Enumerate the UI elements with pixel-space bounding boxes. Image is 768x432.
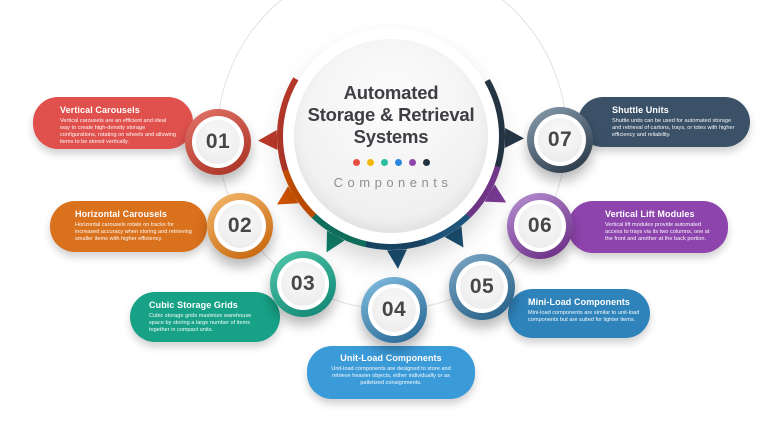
badge-number: 03 (281, 262, 325, 306)
item-5-number-badge: 05 (449, 254, 515, 320)
item-5-title: Mini-Load Components (528, 297, 630, 307)
item-2-number-badge: 02 (207, 193, 273, 259)
main-title: Automated Storage & Retrieval Systems (308, 82, 475, 147)
item-4-description: Unit-load components are designed to sto… (331, 365, 451, 387)
arrow-icon (504, 127, 525, 149)
badge-number-text: 02 (227, 214, 253, 237)
item-3-title: Cubic Storage Grids (149, 300, 238, 310)
item-1-title: Vertical Carousels (60, 105, 140, 115)
main-title-line-3: Systems (353, 125, 429, 147)
badge-number-text: 01 (205, 130, 231, 153)
item-2-description: Horizontal carousels rotate on tracks fo… (75, 221, 192, 243)
badge-number: 07 (538, 118, 582, 162)
subtitle: Components (333, 174, 453, 190)
item-4-number-badge: 04 (361, 277, 427, 343)
center-circle: Automated Storage & Retrieval Systems Co… (283, 28, 499, 244)
item-4-card: Unit-Load Components Unit-load component… (307, 346, 475, 399)
color-dot (422, 158, 430, 166)
item-3-number-badge: 03 (270, 251, 336, 317)
item-1-description: Vertical carousels are an efficient and … (60, 117, 176, 146)
item-7-title: Shuttle Units (612, 105, 669, 115)
badge-number-text: 06 (527, 214, 553, 237)
badge-number: 04 (372, 288, 416, 332)
item-2-title: Horizontal Carousels (75, 209, 168, 219)
badge-number: 02 (218, 204, 262, 248)
color-dot (366, 158, 374, 166)
color-dot (352, 158, 360, 166)
badge-number-text: 07 (547, 128, 573, 151)
item-6-number-badge: 06 (507, 193, 573, 259)
badge-number: 06 (518, 204, 562, 248)
badge-number-text: 03 (290, 272, 316, 295)
item-7-description: Shuttle units can be used for automated … (612, 117, 735, 139)
arrow-icon (386, 249, 408, 270)
color-dot (408, 158, 416, 166)
arrow-icon (257, 129, 278, 151)
badge-number: 05 (460, 265, 504, 309)
item-5-description: Mini-load components are similar to unit… (528, 309, 640, 323)
badge-number-text: 05 (469, 275, 495, 298)
item-2-card: Horizontal Carousels Horizontal carousel… (50, 201, 207, 252)
item-3-card: Cubic Storage Grids Cubic storage grids … (130, 292, 280, 342)
badge-number: 01 (196, 120, 240, 164)
item-6-card: Vertical Lift Modules Vertical lift modu… (568, 201, 728, 253)
main-title-line-2: Storage & Retrieval (307, 104, 475, 126)
center-content: Automated Storage & Retrieval Systems Co… (294, 39, 488, 233)
item-1-number-badge: 01 (185, 109, 251, 175)
item-7-number-badge: 07 (527, 107, 593, 173)
item-4-title: Unit-Load Components (340, 353, 442, 363)
item-5-card: Mini-Load Components Mini-load component… (508, 289, 650, 338)
item-7-card: Shuttle Units Shuttle units can be used … (578, 97, 750, 147)
item-3-description: Cubic storage grids maximize warehouse s… (149, 312, 252, 334)
item-6-title: Vertical Lift Modules (605, 209, 695, 219)
main-title-line-1: Automated (343, 82, 439, 104)
item-1-card: Vertical Carousels Vertical carousels ar… (33, 97, 193, 149)
item-6-description: Vertical lift modules provide automated … (605, 221, 710, 243)
component-color-dots (352, 158, 430, 166)
badge-number-text: 04 (381, 298, 407, 321)
color-dot (394, 158, 402, 166)
color-dot (380, 158, 388, 166)
